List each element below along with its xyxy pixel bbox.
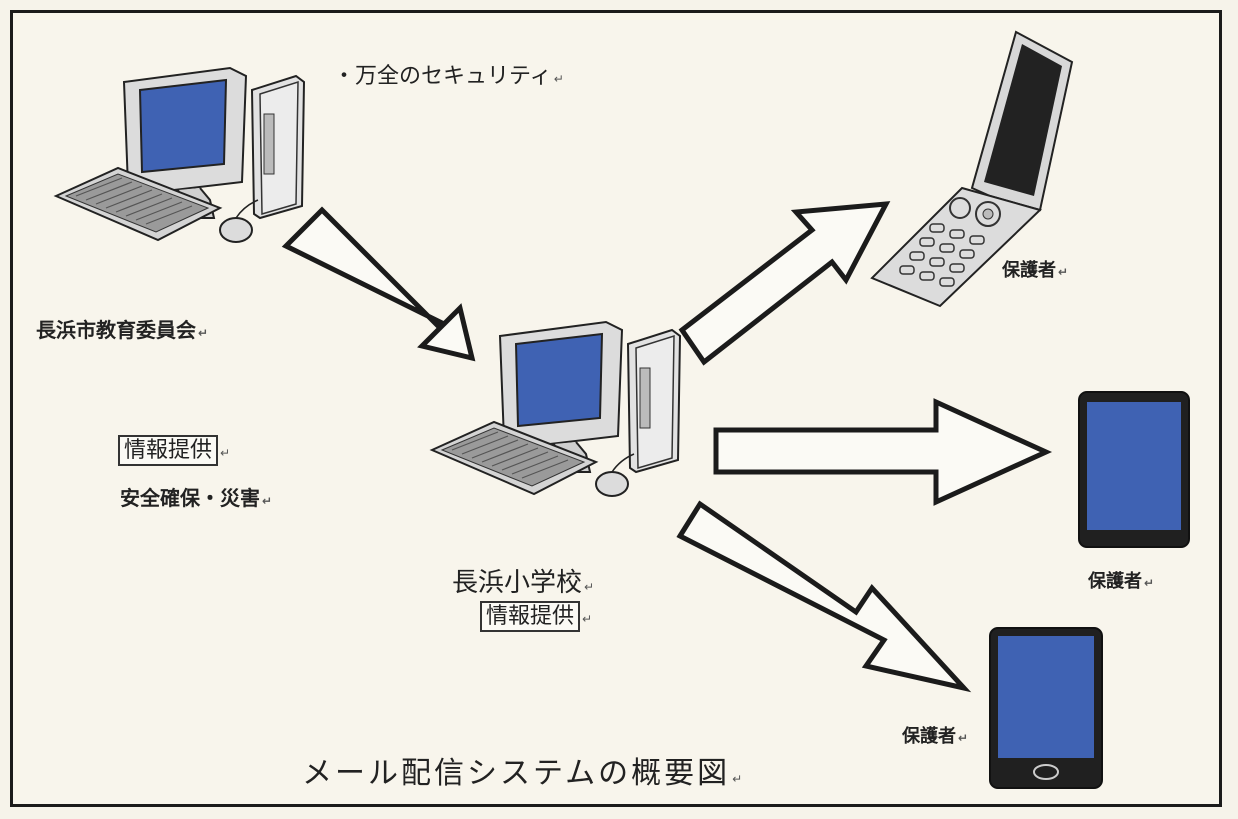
education-board-computer-icon	[55, 67, 305, 243]
info-provision-label-left: 情報提供↵	[118, 432, 230, 466]
tablet-icon-upper	[1078, 391, 1190, 548]
arrow-school-to-tablet-lower	[676, 500, 972, 693]
guardian-label-tablet-upper: 保護者↵	[1088, 571, 1155, 592]
guardian-label-phone: 保護者↵	[1002, 260, 1069, 281]
tablet-icon-lower	[989, 627, 1103, 789]
arrow-school-to-tablet-upper	[713, 398, 1053, 506]
diagram-caption: メール配信システムの概要図↵	[302, 756, 746, 791]
safety-disaster-label: 安全確保・災害↵	[120, 486, 273, 510]
arrow-board-to-school	[281, 206, 476, 362]
flip-phone-icon	[870, 30, 1074, 308]
arrow-school-to-phone	[678, 201, 891, 366]
security-label: ・万全のセキュリティ↵	[333, 64, 564, 89]
school-label: 長浜小学校↵	[452, 568, 595, 598]
info-provision-label-school: 情報提供↵	[480, 598, 592, 632]
guardian-label-tablet-lower: 保護者↵	[902, 726, 969, 747]
education-board-label: 長浜市教育委員会↵	[36, 318, 209, 342]
